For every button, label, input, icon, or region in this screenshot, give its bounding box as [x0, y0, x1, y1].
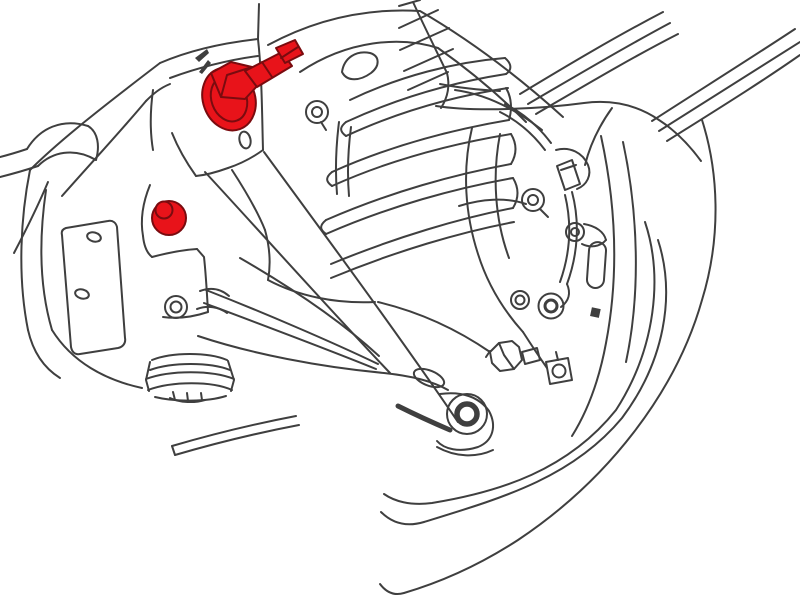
shield-tab: [590, 307, 601, 318]
frame-plate: [60, 219, 127, 356]
bracket-hole: [164, 295, 188, 319]
arm-slot: [412, 367, 446, 389]
bolt: [537, 292, 565, 320]
backing-plate: [379, 107, 717, 595]
subframe-left: [20, 3, 260, 389]
coil-spring: [320, 57, 519, 279]
upper-arm-bolt: [305, 100, 329, 124]
shield-slot: [585, 241, 608, 289]
lower-link: [171, 415, 300, 456]
body-rails: [435, 11, 800, 162]
bolt: [521, 188, 545, 212]
bump-stop-mount: [145, 353, 235, 404]
plate-hole: [86, 231, 102, 243]
fasteners: [485, 188, 607, 385]
plate-hole: [74, 288, 90, 300]
sway-bar: [0, 122, 99, 254]
bolt: [565, 222, 585, 242]
bolt: [510, 290, 530, 310]
hose-fitting: [556, 159, 581, 191]
hex-bolt: [489, 340, 523, 372]
retainer-clip: [195, 49, 209, 62]
trailing-arm: [196, 151, 494, 457]
nut: [545, 357, 573, 385]
cam-adjuster-bolt-highlight: [195, 39, 304, 132]
cam-bolt-shaft: [244, 51, 293, 88]
bracket-slot-hole: [238, 130, 252, 150]
upper-arm: [267, 0, 564, 131]
arm-bushing: [446, 393, 488, 435]
upper-arm-slot: [341, 51, 379, 81]
round-head-pivot-bolt-highlight: [151, 200, 187, 236]
